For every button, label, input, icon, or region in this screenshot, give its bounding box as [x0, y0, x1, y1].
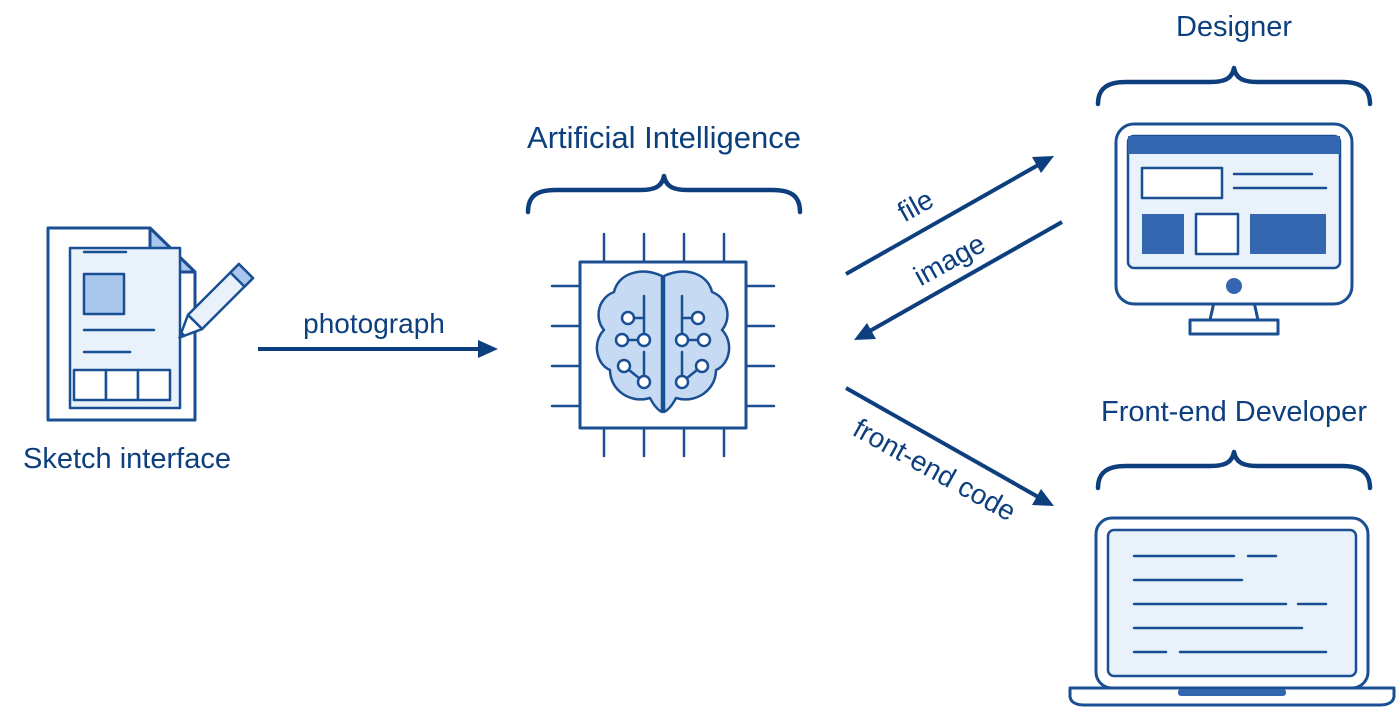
- image-arrow: [854, 220, 1063, 340]
- front-end-code-label: front-end code: [848, 412, 1021, 527]
- photograph-arrow: [258, 340, 498, 358]
- file-arrow: [845, 156, 1054, 276]
- file-label: file: [892, 183, 938, 227]
- designer-brace: [1095, 65, 1373, 107]
- designer-title: Designer: [1176, 11, 1292, 43]
- photograph-label: photograph: [303, 308, 445, 339]
- developer-title: Front-end Developer: [1101, 396, 1367, 428]
- laptop-code-icon: [1068, 516, 1396, 707]
- ai-brace: [525, 173, 803, 215]
- brain-chip-icon: [550, 232, 776, 458]
- desktop-monitor-icon: [1114, 122, 1354, 336]
- image-label: image: [909, 228, 991, 292]
- sketch-document-pencil-icon: [46, 226, 255, 422]
- sketch-interface-label: Sketch interface: [23, 443, 231, 475]
- front-end-code-arrow: [845, 386, 1054, 506]
- developer-brace: [1095, 449, 1373, 491]
- ai-title: Artificial Intelligence: [527, 120, 801, 155]
